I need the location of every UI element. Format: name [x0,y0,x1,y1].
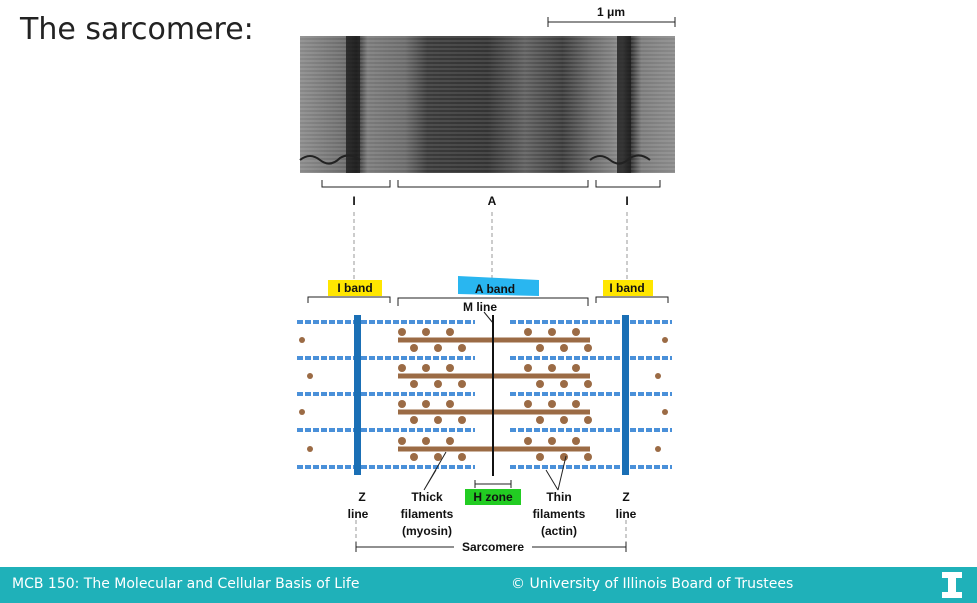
h-zone-bracket [474,480,512,488]
micrograph-i-right: I [625,194,628,208]
thick-filaments-3: (myosin) [402,524,452,538]
z-line-right-1: Z [622,490,629,504]
electron-micrograph [299,36,675,173]
h-zone-highlight [465,489,521,505]
band-brackets [307,296,669,306]
i-band-left-label: I band [337,281,372,295]
z-disc-left [354,315,361,475]
course-title: MCB 150: The Molecular and Cellular Basi… [12,576,360,592]
footer-bar: MCB 150: The Molecular and Cellular Basi… [0,567,977,603]
micrograph-brackets [321,180,661,188]
scale-bar-label: 1 μm [597,5,625,19]
z-line-right-2: line [616,507,637,521]
z-disc-right [622,315,629,475]
copyright-notice: © University of Illinois Board of Truste… [511,576,794,592]
sarcomere-bracket [355,542,627,552]
h-zone-label: H zone [473,490,513,504]
sarcomere-diagram: 1 μm I A I I band A band I band M line [297,5,676,554]
thin-filaments-2: filaments [533,507,586,521]
thick-filaments-2: filaments [401,507,454,521]
thin-filaments-3: (actin) [541,524,577,538]
illinois-logo-icon [942,572,962,598]
m-line-pointer [483,311,494,324]
edge-myosin-heads [299,337,668,452]
sarcomere-label: Sarcomere [462,540,524,554]
i-band-right-highlight [603,280,653,296]
myosin-heads [398,328,592,461]
sarcomere-structure [297,315,672,476]
a-band-label: A band [475,282,515,296]
micrograph-a: A [488,194,497,208]
z-line-left-1: Z [358,490,365,504]
slide-title: The sarcomere: [20,12,254,47]
i-band-right-label: I band [609,281,644,295]
micrograph-i-left: I [352,194,355,208]
z-line-left-2: line [348,507,369,521]
actin-filaments [297,320,672,469]
filament-pointers [423,451,567,491]
scale-bar: 1 μm [547,5,676,27]
thin-filaments-1: Thin [546,490,571,504]
m-line-label: M line [463,300,497,314]
thick-filaments-1: Thick [411,490,443,504]
a-band-highlight [458,276,539,296]
i-band-left-highlight [328,280,382,296]
